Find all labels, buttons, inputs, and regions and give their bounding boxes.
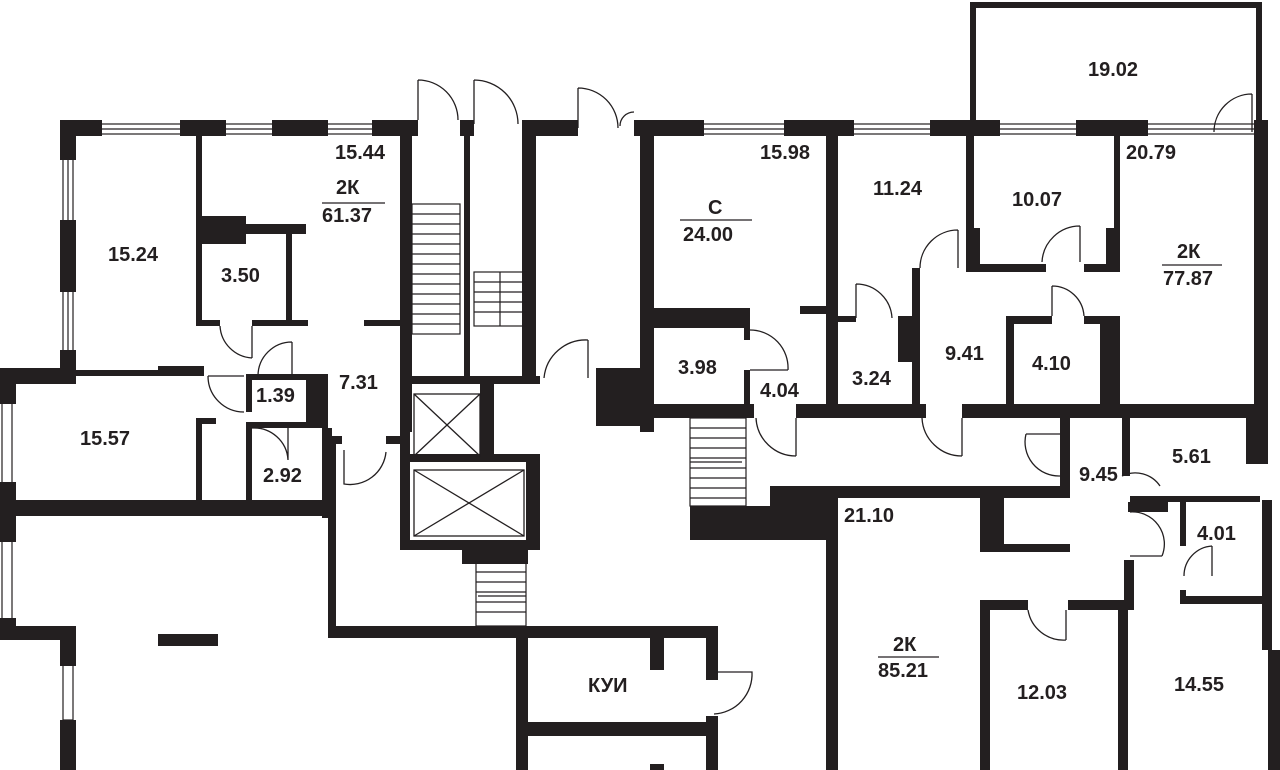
apartment-area-label: 85.21 [878, 660, 928, 682]
room-area-label: 9.45 [1079, 464, 1118, 486]
room-area-label: 12.03 [1017, 682, 1067, 704]
room-labels: 15.44 2К 61.37 15.24 3.50 1.39 7.31 15.5… [80, 59, 1236, 704]
room-area-label: 3.24 [852, 368, 892, 390]
room-area-label: 7.31 [339, 372, 378, 394]
stair-lower [475, 561, 527, 627]
room-area-label: 15.44 [335, 142, 386, 164]
stair-center [689, 417, 747, 507]
lift-shafts [413, 393, 525, 537]
apartment-area-label: 77.87 [1163, 268, 1213, 290]
kui-room-label: КУИ [588, 675, 628, 697]
apartment-type-label: 2К [336, 177, 360, 199]
room-area-label: 4.10 [1032, 353, 1071, 375]
room-area-label: 14.55 [1174, 674, 1224, 696]
room-area-label: 3.98 [678, 357, 717, 379]
room-area-label: 21.10 [844, 505, 894, 527]
doors [207, 79, 1253, 715]
room-area-label: 11.24 [873, 178, 923, 200]
balcony-area-label: 19.02 [1088, 59, 1138, 81]
apartment-area-label: 61.37 [322, 205, 372, 227]
room-area-label: 10.07 [1012, 189, 1062, 211]
room-area-label: 15.24 [108, 244, 159, 266]
room-area-label: 15.98 [760, 142, 810, 164]
room-area-label: 4.01 [1197, 523, 1236, 545]
room-area-label: 3.50 [221, 265, 260, 287]
stair-upper [411, 203, 527, 335]
apartment-type-label: 2К [893, 634, 917, 656]
room-area-label: 15.57 [80, 428, 130, 450]
storage-area-label: 24.00 [683, 224, 733, 246]
room-area-label: 9.41 [945, 343, 984, 365]
apartment-type-label: 2К [1177, 241, 1201, 263]
room-area-label: 20.79 [1126, 142, 1176, 164]
storage-type-label: С [708, 197, 722, 219]
room-area-label: 4.04 [760, 380, 800, 402]
room-area-label: 1.39 [256, 385, 295, 407]
room-area-label: 5.61 [1172, 446, 1211, 468]
room-area-label: 2.92 [263, 465, 302, 487]
